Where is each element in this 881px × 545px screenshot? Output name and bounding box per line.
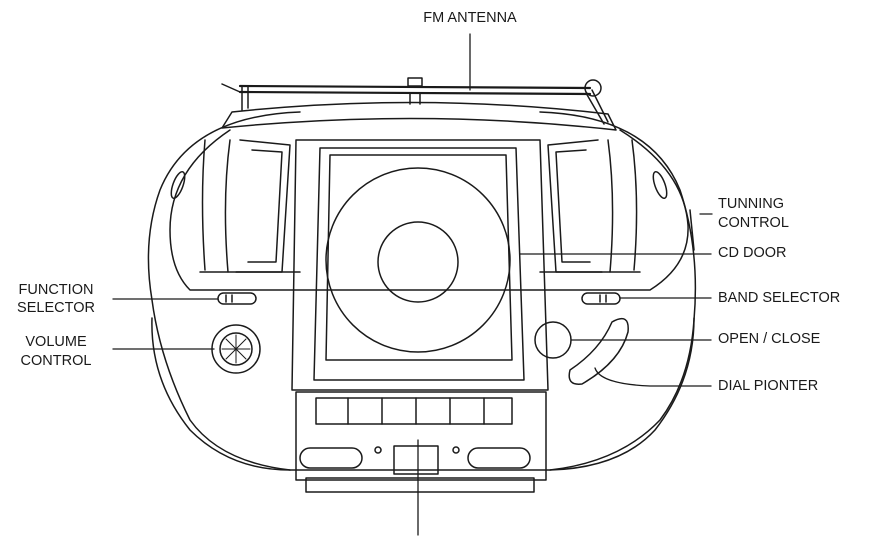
lower-left-side (151, 317, 291, 471)
body-outline (147, 111, 697, 471)
function-selector-switch (217, 292, 257, 305)
left-speaker (170, 139, 301, 273)
band-selector-switch (581, 292, 621, 305)
fm-antenna-label: FM ANTENNA (423, 10, 517, 26)
volume-control-label-line2: CONTROL (20, 353, 92, 369)
volume-knob (211, 324, 261, 374)
band-selector-label: BAND SELECTOR (718, 290, 841, 306)
cd-door (291, 139, 549, 391)
tunning-control-label-line1: TUNNING (718, 196, 785, 212)
open-close-label: OPEN / CLOSE (718, 331, 821, 347)
volume-control-label-line1: VOLUME (25, 334, 87, 350)
antenna-rod (221, 77, 609, 125)
tunning-control-label-line2: CONTROL (718, 215, 789, 231)
right-speaker (539, 139, 695, 273)
open-close-button (534, 321, 572, 359)
handle (221, 101, 617, 131)
dial-pointer-label: DIAL PIONTER (718, 378, 819, 394)
cd-door-label: CD DOOR (718, 245, 787, 261)
inner-shell (169, 129, 689, 291)
leader-lines (112, 33, 713, 536)
function-selector-label-line2: SELECTOR (17, 300, 95, 316)
dial-pointer-slot (568, 317, 629, 385)
lower-right-side (549, 317, 695, 471)
function-selector-label-line1: FUNCTION (18, 282, 94, 298)
cassette-deck (295, 391, 547, 493)
